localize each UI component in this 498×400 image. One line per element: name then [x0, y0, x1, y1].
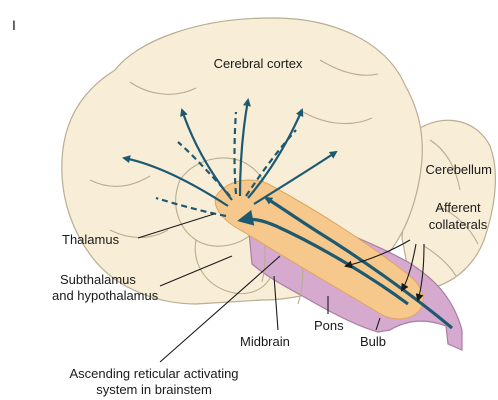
thalamus-label: Thalamus	[62, 232, 120, 247]
aras-label-1: Ascending reticular activating	[69, 366, 238, 381]
subthalamus-label-1: Subthalamus	[60, 272, 136, 287]
afferent-collaterals-label-2: collaterals	[429, 217, 488, 232]
bulb-label: Bulb	[360, 334, 386, 349]
cerebral-cortex-label: Cerebral cortex	[214, 56, 303, 71]
subthalamus-label-2: and hypothalamus	[52, 288, 159, 303]
panel-letter: I	[12, 17, 16, 33]
aras-label-2: system in brainstem	[96, 382, 212, 397]
afferent-collaterals-label-1: Afferent	[435, 200, 481, 215]
midbrain-label: Midbrain	[240, 334, 290, 349]
cerebellum-label: Cerebellum	[426, 162, 492, 177]
pons-label: Pons	[314, 318, 344, 333]
